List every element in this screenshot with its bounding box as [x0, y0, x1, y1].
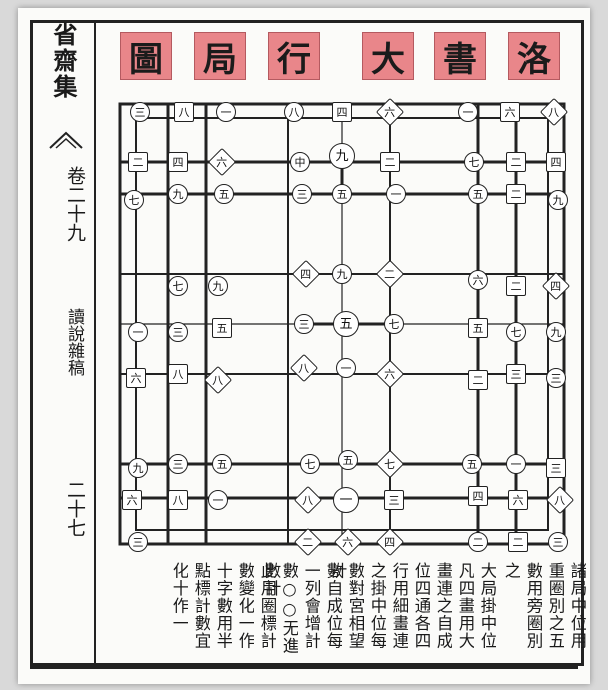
board-node: 四	[468, 486, 488, 506]
commentary-column: 之	[502, 562, 520, 580]
title-char: 洛	[508, 32, 560, 80]
board-node: 二	[508, 532, 528, 552]
commentary-column: 諸局中位用	[568, 562, 586, 650]
board-node: 五	[338, 450, 358, 470]
board-node: 二	[506, 184, 526, 204]
board-node: 五	[212, 318, 232, 338]
board-node: 九	[332, 264, 352, 284]
board-node: 八	[284, 102, 304, 122]
board-node: 五	[468, 184, 488, 204]
board-node: 七	[506, 322, 526, 342]
board-node: 一	[128, 322, 148, 342]
board-node: 二	[468, 370, 488, 390]
board-node: 九	[208, 276, 228, 296]
board-node: 七	[384, 314, 404, 334]
board-node: 九	[128, 458, 148, 478]
commentary-column: 一列會增計	[302, 562, 320, 650]
board-node: 九	[548, 190, 568, 210]
board-node: 九	[168, 184, 188, 204]
title-char: 局	[194, 32, 246, 80]
board-node: 六	[122, 490, 142, 510]
board-node: 一	[506, 454, 526, 474]
commentary-column: 數變化一作	[236, 562, 254, 650]
commentary-column: 此用圈標計	[258, 562, 276, 650]
bottom-rule	[30, 666, 578, 669]
board-node: 中	[290, 152, 310, 172]
board-node: 三	[128, 532, 148, 552]
board-node: 四	[332, 102, 352, 122]
book-title: 省齋集	[49, 22, 78, 100]
board-node: 一	[333, 487, 359, 513]
page-number: 二十七	[64, 480, 86, 537]
board-node: 五	[333, 311, 359, 337]
commentary-column: 十字數用半	[214, 562, 232, 650]
commentary-column: 數用旁圈別	[524, 562, 542, 650]
board-node: 六	[500, 102, 520, 122]
board-node: 九	[546, 322, 566, 342]
board-node: 三	[546, 458, 566, 478]
board-node: 八	[168, 490, 188, 510]
board-node: 三	[546, 368, 566, 388]
board-node: 四	[546, 152, 566, 172]
board-node: 二	[128, 152, 148, 172]
board-node: 一	[458, 102, 478, 122]
book-page: 省齋集 卷二十九 讀說雜稿 二十七 圖 局 行 大 書 洛	[18, 8, 590, 684]
board-node: 六	[508, 490, 528, 510]
title-char: 書	[434, 32, 486, 80]
board-node: 二	[468, 532, 488, 552]
board-node: 九	[329, 143, 355, 169]
board-node: 七	[168, 276, 188, 296]
margin-column	[30, 20, 96, 666]
commentary-column: 重圈別之五	[546, 562, 564, 650]
fish-tail-mark-icon	[49, 131, 83, 149]
board-node: 三	[548, 532, 568, 552]
volume-label: 卷二十九	[64, 166, 86, 242]
commentary-column: 數自成位每	[324, 562, 342, 650]
board-node: 七	[464, 152, 484, 172]
title-char: 圖	[120, 32, 172, 80]
board-node: 三	[168, 454, 188, 474]
section-label: 讀說雜稿	[64, 308, 84, 376]
board-node: 七	[124, 190, 144, 210]
commentary-column: 凡四畫用大	[456, 562, 474, 650]
board-node: 一	[208, 490, 228, 510]
board-node: 三	[506, 364, 526, 384]
commentary-column: 數對宮相望計	[328, 562, 364, 650]
board-node: 五	[468, 318, 488, 338]
board-node: 八	[168, 364, 188, 384]
board-node: 五	[332, 184, 352, 204]
board-node: 二	[506, 276, 526, 296]
board-node: 五	[462, 454, 482, 474]
board-node: 三	[130, 102, 150, 122]
title-char: 行	[268, 32, 320, 80]
title-char: 大	[362, 32, 414, 80]
board-node: 一	[336, 358, 356, 378]
board-node: 八	[174, 102, 194, 122]
commentary-column: 位四通各四	[412, 562, 430, 650]
board-node: 五	[212, 454, 232, 474]
commentary-column: 化十作一	[170, 562, 188, 632]
board-node: 一	[386, 184, 406, 204]
board-node: 六	[126, 368, 146, 388]
board-node: 三	[292, 184, 312, 204]
board-node: 六	[468, 270, 488, 290]
luoshu-diagram: 三 八 一 八 四 六 一 六 八 二 四 六 中 九 二 七 二 四 七 九 …	[98, 90, 586, 560]
commentary-column: 數○○无進數計	[262, 562, 298, 655]
commentary-column: 點標計數宜	[192, 562, 210, 650]
board-node: 三	[294, 314, 314, 334]
board-node: 七	[300, 454, 320, 474]
board-node: 三	[384, 490, 404, 510]
board-node: 五	[214, 184, 234, 204]
board-node: 三	[168, 322, 188, 342]
commentary-text: 諸局中位用 重圈別之五 數用旁圈別 之 大局掛中位 凡四畫用大 畫連之自成 位四…	[106, 562, 586, 666]
board-node: 二	[380, 152, 400, 172]
commentary-column: 之掛中位每	[368, 562, 386, 650]
board-node: 二	[506, 152, 526, 172]
commentary-column: 畫連之自成	[434, 562, 452, 650]
page-frame	[30, 20, 584, 666]
board-node: 四	[168, 152, 188, 172]
board-node: 一	[216, 102, 236, 122]
commentary-column: 行用細畫連	[390, 562, 408, 650]
commentary-column: 大局掛中位	[478, 562, 496, 650]
